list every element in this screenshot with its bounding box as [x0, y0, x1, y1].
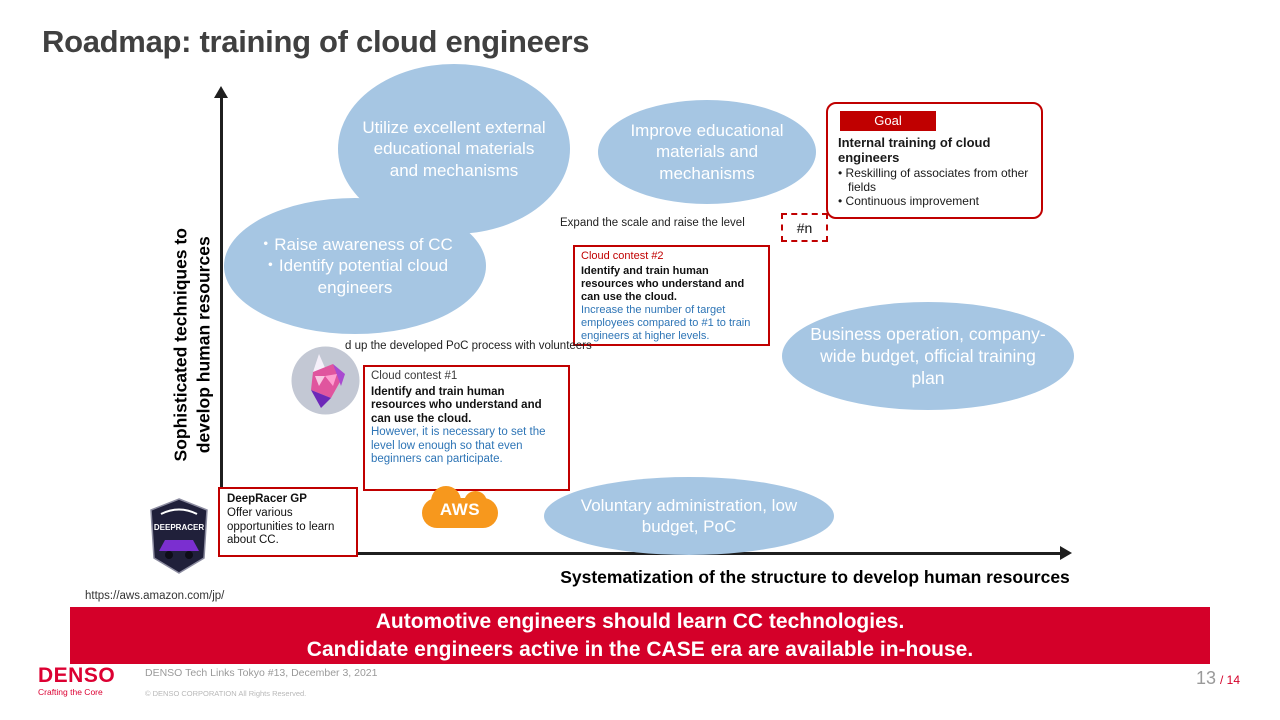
ellipse-business-text: Business operation, company-wide budget,… [810, 323, 1046, 389]
cloud-contest-2-body: Identify and train human resources who u… [581, 264, 745, 303]
cloud-contest-2-title: Cloud contest #2 [581, 250, 664, 262]
x-axis-label: Systematization of the structure to deve… [560, 567, 1070, 587]
ellipse-raise-line2: ・Identify potential cloud engineers [261, 256, 449, 297]
banner-line2: Candidate engineers active in the CASE e… [306, 637, 974, 661]
ellipse-raise-line1: ・Raise awareness of CC [257, 234, 453, 254]
cloud-contest-1-title: Cloud contest #1 [371, 370, 458, 382]
hash-n-box: #n [781, 213, 828, 242]
expand-scale-label: Expand the scale and raise the level [560, 217, 745, 229]
ellipse-improve-materials: Improve educational materials and mechan… [598, 100, 816, 204]
poc-process-note: d up the developed PoC process with volu… [345, 340, 592, 352]
goal-badge: Goal [840, 111, 936, 131]
page-number-total: / 14 [1219, 673, 1240, 687]
y-axis-arrow-icon [214, 86, 228, 98]
footer-copyright: © DENSO CORPORATION All Rights Reserved. [145, 689, 307, 698]
page-title: Roadmap: training of cloud engineers [42, 24, 590, 59]
goal-box: Goal Internal training of cloud engineer… [826, 102, 1043, 219]
page-number-current: 13 [1195, 668, 1216, 688]
x-axis-line [220, 552, 1063, 555]
cloud-contest-1-body: Identify and train human resources who u… [371, 385, 542, 425]
cloud-contest-1-box: Cloud contest #1 Identify and train huma… [363, 365, 570, 491]
key-message-banner: Automotive engineers should learn CC tec… [70, 607, 1210, 664]
y-axis-label: Sophisticated techniques to develop huma… [169, 175, 215, 515]
deepracer-gp-title: DeepRacer GP [227, 493, 307, 505]
x-axis-arrow-icon [1060, 546, 1072, 560]
ellipse-business-operation: Business operation, company-wide budget,… [782, 302, 1074, 410]
goal-heading: Internal training of cloud engineers [838, 135, 991, 165]
denso-logo-text: DENSO [38, 664, 116, 687]
goal-bullet-reskilling: Reskilling of associates from other fiel… [838, 166, 1031, 194]
ellipse-raise-awareness: ・Raise awareness of CC ・Identify potenti… [224, 198, 486, 334]
deepracer-gp-box: DeepRacer GP Offer various opportunities… [218, 487, 358, 557]
page-number: 13 / 14 [1196, 668, 1240, 689]
aws-logo-text: AWS [439, 500, 481, 519]
aws-url-text: https://aws.amazon.com/jp/ [85, 590, 225, 602]
ellipse-utilize-text: Utilize excellent external educational m… [362, 117, 546, 180]
deepracer-gp-body: Offer various opportunities to learn abo… [227, 506, 335, 547]
denso-tagline: Crafting the Core [38, 687, 103, 697]
cloud-contest-1-note: However, it is necessary to set the leve… [371, 426, 546, 466]
cloud-contest-2-box: Cloud contest #2 Identify and train huma… [573, 245, 770, 346]
deepracer-badge-label: DEEPRACER [154, 523, 204, 532]
y-axis-label-line2: develop human resources [193, 236, 213, 454]
cloud-contest-2-note: Increase the number of target employees … [581, 303, 751, 342]
goal-bullet-improvement: Continuous improvement [838, 194, 1031, 208]
deepracer-badge-icon: DEEPRACER [147, 498, 211, 574]
ellipse-voluntary-administration: Voluntary administration, low budget, Po… [544, 477, 834, 555]
footer-deck-title: DENSO Tech Links Tokyo #13, December 3, … [145, 667, 378, 679]
unicorn-icon [291, 346, 360, 415]
y-axis-label-line1: Sophisticated techniques to [170, 228, 191, 462]
denso-logo: DENSO Crafting the Core [38, 665, 115, 697]
aws-cloud-body [422, 498, 498, 528]
banner-line1: Automotive engineers should learn CC tec… [375, 609, 905, 633]
ellipse-voluntary-text: Voluntary administration, low budget, Po… [580, 495, 798, 536]
y-axis-line [220, 96, 223, 554]
ellipse-improve-text: Improve educational materials and mechan… [630, 120, 784, 183]
aws-logo-icon: AWS [422, 486, 498, 528]
